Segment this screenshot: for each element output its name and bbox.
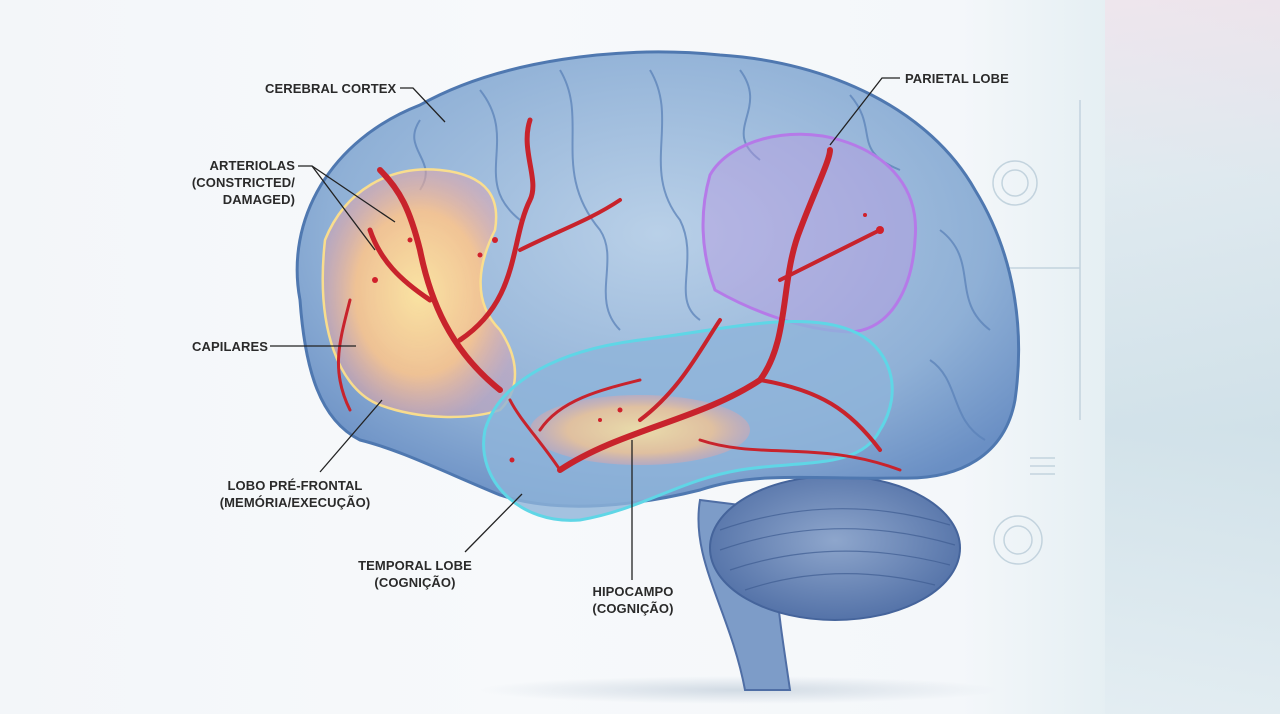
label-line: TEMPORAL LOBE xyxy=(358,558,472,573)
label-line: (MEMÓRIA/EXECUÇÃO) xyxy=(219,495,371,510)
label-line: LOBO PRÉ-FRONTAL xyxy=(227,478,363,493)
cerebellum xyxy=(709,475,961,621)
label-line: (COGNIÇÃO) xyxy=(374,575,456,590)
background-panel xyxy=(1105,0,1280,714)
label-lobo-pre-frontal: LOBO PRÉ-FRONTAL (MEMÓRIA/EXECUÇÃO) xyxy=(210,477,380,511)
label-temporal-lobe: TEMPORAL LOBE (COGNIÇÃO) xyxy=(350,557,480,591)
label-cerebral-cortex: CEREBRAL CORTEX xyxy=(265,81,397,96)
label-line: DAMAGED) xyxy=(222,192,295,207)
hemorrhage-dots xyxy=(372,213,884,463)
label-line: (COGNIÇÃO) xyxy=(592,601,674,616)
gyri xyxy=(413,69,991,441)
leader-lines xyxy=(270,77,900,580)
hud-decoration xyxy=(992,100,1081,565)
blood-vessels xyxy=(337,117,902,473)
label-parietal-lobe: PARIETAL LOBE xyxy=(905,71,1009,86)
label-line: (CONSTRICTED/ xyxy=(191,175,295,190)
label-line: HIPOCAMPO xyxy=(592,584,674,599)
label-hipocampo: HIPOCAMPO (COGNIÇÃO) xyxy=(573,583,693,617)
label-capilares: CAPILARES xyxy=(192,339,269,354)
label-line: ARTERIOLAS xyxy=(209,158,295,173)
label-arteriolas: ARTERIOLAS (CONSTRICTED/ DAMAGED) xyxy=(160,157,295,208)
parietal-region xyxy=(701,132,918,334)
floor-shadow xyxy=(480,676,1000,704)
